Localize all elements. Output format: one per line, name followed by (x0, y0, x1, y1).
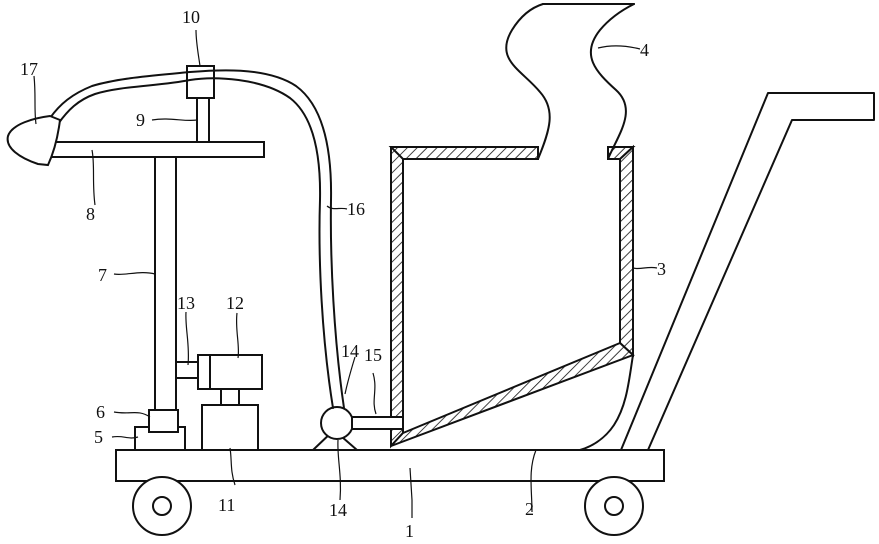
label-6: 6 (96, 402, 105, 422)
feed-tube-right (591, 4, 634, 159)
spray-nozzle (8, 116, 60, 165)
label-8: 8 (86, 204, 95, 224)
hopper-top-wall (391, 147, 538, 159)
pump-base (202, 405, 258, 450)
label-3: 3 (657, 259, 666, 279)
label-13: 13 (177, 293, 195, 313)
right-wheel (585, 477, 643, 535)
left-wheel (133, 477, 191, 535)
hopper-left-wall (391, 147, 403, 446)
pump (321, 407, 353, 439)
leader-lines (34, 30, 657, 518)
label-15: 15 (364, 345, 382, 365)
base-frame (116, 450, 664, 481)
label-14-bottom: 14 (329, 500, 347, 520)
feed-tube (506, 4, 550, 159)
label-16: 16 (347, 199, 365, 219)
hopper-right-wall (620, 147, 633, 355)
hopper-sloped-bottom (391, 343, 633, 446)
label-7: 7 (98, 265, 107, 285)
rotary-seat (149, 410, 178, 432)
spray-hose (58, 78, 333, 408)
motor-shaft (221, 389, 239, 405)
label-4: 4 (640, 40, 649, 60)
outlet-pipe (352, 417, 403, 429)
label-2: 2 (525, 499, 534, 519)
label-17: 17 (20, 59, 38, 79)
label-12: 12 (226, 293, 244, 313)
label-14-top: 14 (341, 341, 359, 361)
hopper (391, 147, 633, 450)
motor-mount (176, 362, 198, 378)
label-10: 10 (182, 7, 200, 27)
label-9: 9 (136, 110, 145, 130)
label-5: 5 (94, 427, 103, 447)
horizontal-arm (45, 142, 264, 157)
support-rod (197, 98, 209, 142)
vertical-column (155, 157, 176, 410)
label-11: 11 (218, 495, 235, 515)
motor (198, 355, 262, 389)
label-1: 1 (405, 521, 414, 541)
